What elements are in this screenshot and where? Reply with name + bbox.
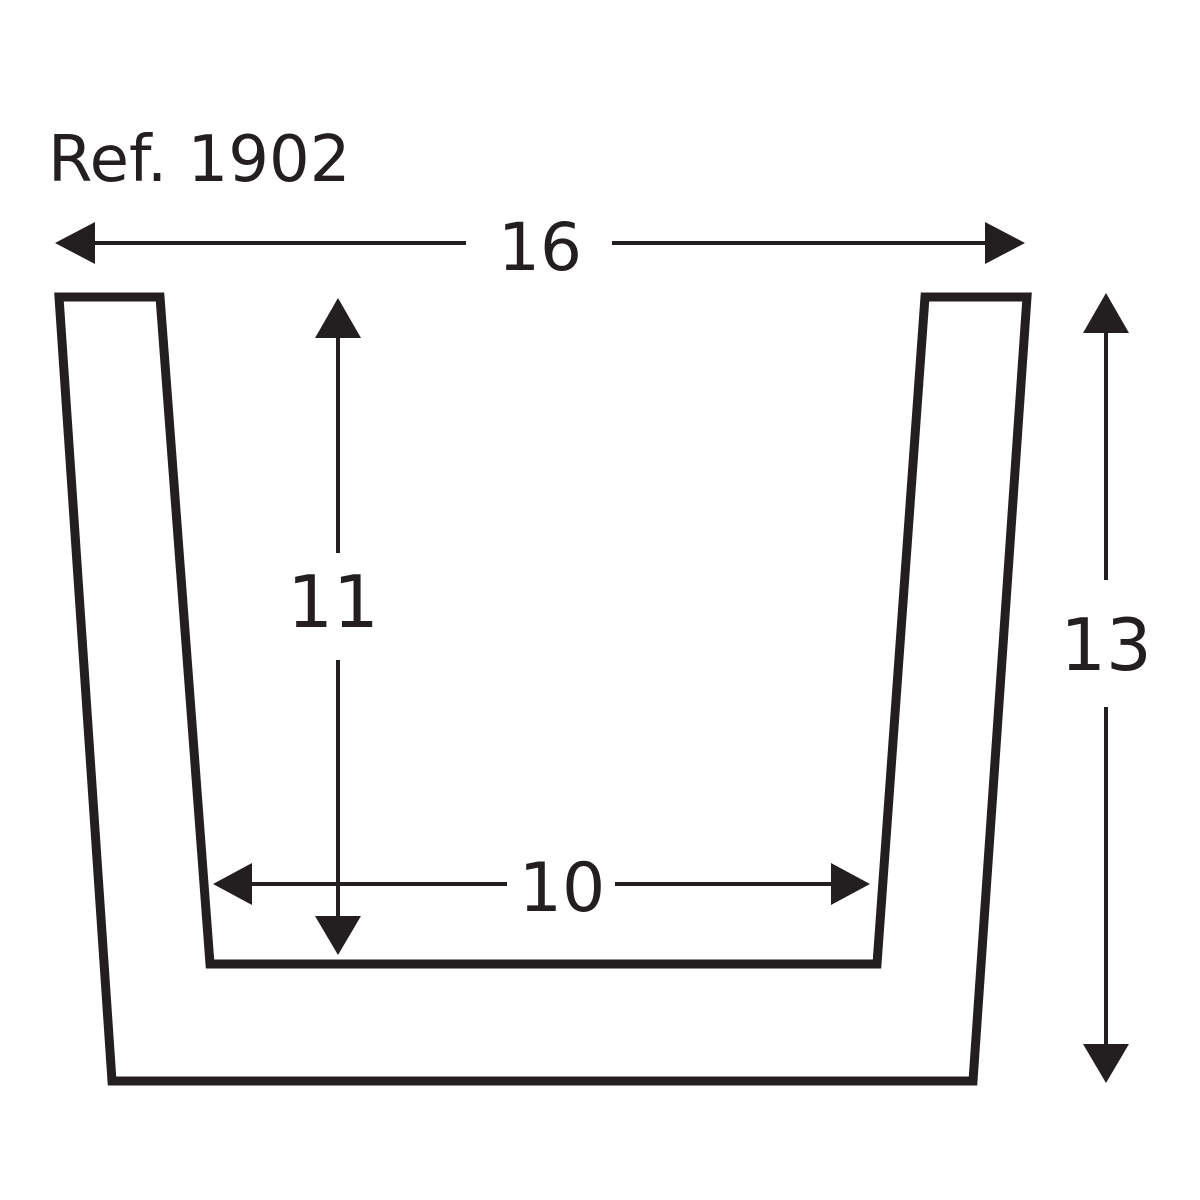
inner-depth-label: 11 bbox=[287, 560, 379, 644]
inner-width-dimension: 10 bbox=[213, 849, 870, 928]
arrow-down-icon bbox=[1083, 1044, 1129, 1083]
arrow-right-icon bbox=[831, 863, 870, 905]
overall-width-dimension: 16 bbox=[55, 209, 1025, 286]
u-profile-outline bbox=[54, 292, 1032, 1086]
arrow-up-icon bbox=[315, 298, 361, 338]
arrow-up-icon bbox=[1083, 293, 1129, 333]
overall-height-dimension: 13 bbox=[1060, 293, 1152, 1083]
overall-width-label: 16 bbox=[498, 209, 582, 286]
arrow-left-icon bbox=[55, 222, 95, 264]
inner-width-label: 10 bbox=[519, 849, 606, 928]
reference-title: Ref. 1902 bbox=[48, 123, 350, 197]
arrow-left-icon bbox=[213, 863, 252, 905]
arrow-down-icon bbox=[315, 916, 361, 955]
inner-depth-dimension: 11 bbox=[287, 298, 379, 955]
arrow-right-icon bbox=[985, 222, 1025, 264]
overall-height-label: 13 bbox=[1060, 603, 1152, 687]
